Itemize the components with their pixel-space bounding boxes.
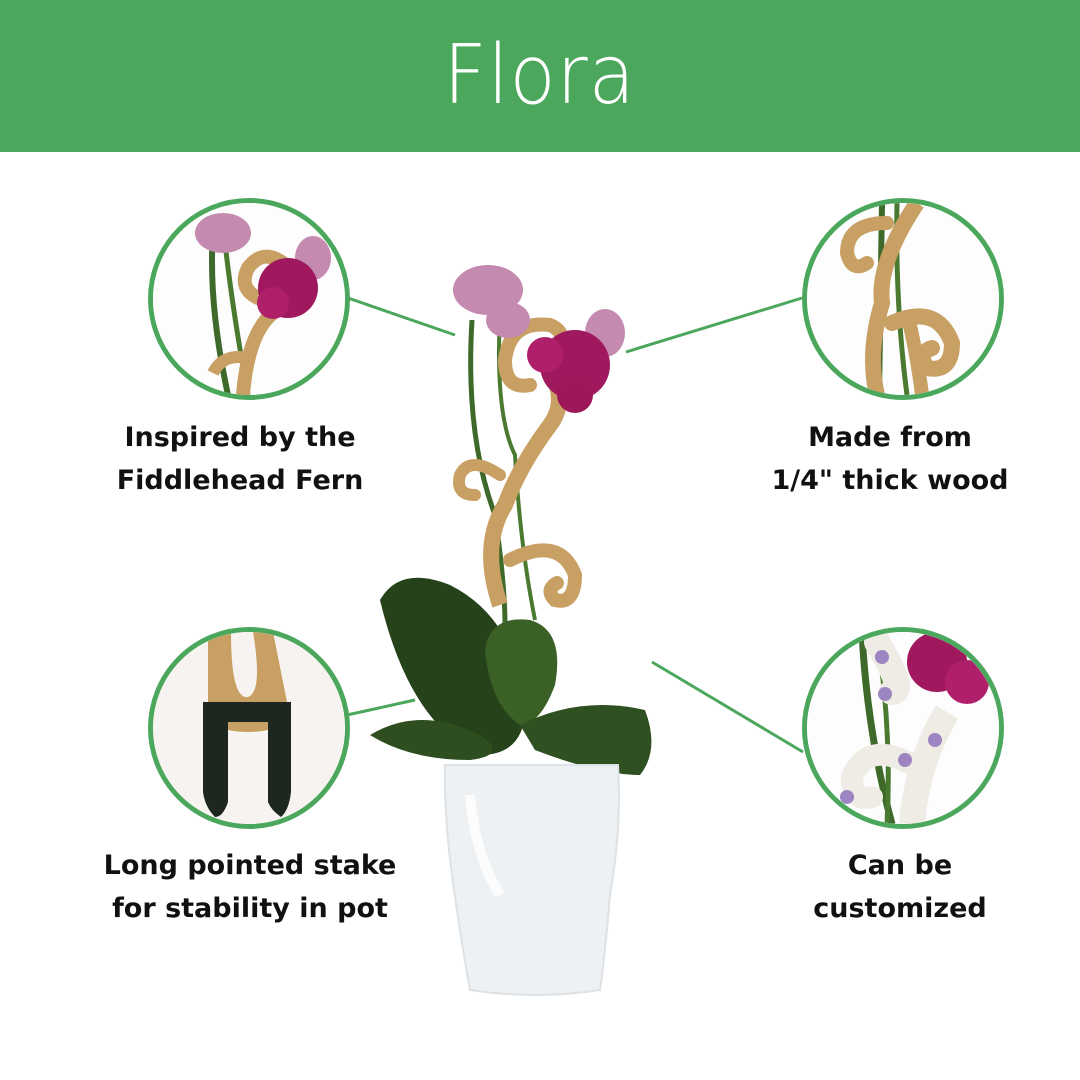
feature-label-custom: Can be customized xyxy=(813,850,987,924)
wood-closeup-image xyxy=(802,198,1004,400)
stake-closeup-image xyxy=(148,627,350,829)
fern-closeup-image xyxy=(148,198,350,400)
hero-orchid-image xyxy=(360,255,680,1000)
feature-label-stake: Long pointed stake for stability in pot xyxy=(103,850,397,924)
feature-label-wood: Made from 1/4" thick wood xyxy=(771,422,1009,496)
feature-label-fern: Inspired by the Fiddlehead Fern xyxy=(116,422,364,496)
custom-closeup-image xyxy=(802,627,1004,829)
title-banner: Flora xyxy=(0,0,1080,152)
page-title: Flora xyxy=(443,28,637,123)
